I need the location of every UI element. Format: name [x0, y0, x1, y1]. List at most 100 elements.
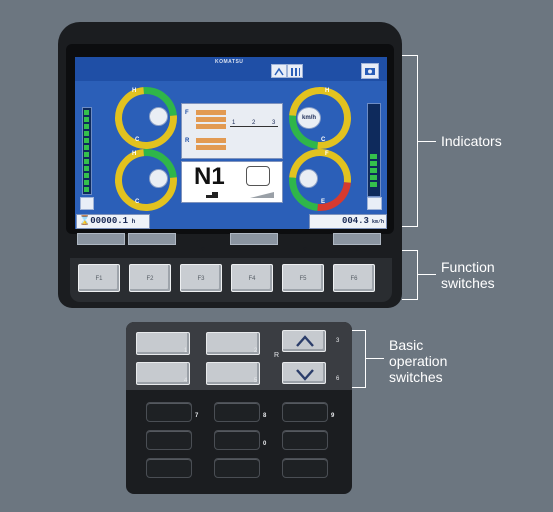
indicators-leader — [418, 141, 436, 142]
shift-track — [230, 126, 278, 127]
numeric-key-0[interactable] — [214, 430, 260, 450]
numeric-key[interactable] — [214, 458, 260, 478]
callout-line: Function — [441, 259, 495, 275]
oil-temp-icon — [149, 169, 168, 188]
forward-label: F — [185, 110, 189, 116]
function-switches-leader — [418, 274, 436, 275]
switch-number: 3 — [336, 338, 340, 344]
numeric-key[interactable] — [282, 430, 328, 450]
f5-label: F5 — [299, 276, 307, 282]
numeric-key-7[interactable] — [146, 402, 192, 422]
speed-unit-label: km/h — [301, 115, 316, 121]
numeric-key[interactable] — [146, 430, 192, 450]
key-number: 7 — [195, 413, 199, 419]
function-key-f1[interactable]: F1 — [78, 264, 120, 292]
basic-switch-2[interactable] — [206, 332, 260, 355]
key-number: 9 — [331, 413, 335, 419]
triangle-down-icon: ▼ — [98, 247, 104, 253]
ecology-icon — [367, 197, 382, 210]
function-key-f5[interactable]: F5 — [282, 264, 324, 292]
switch-number: 1 — [184, 348, 188, 354]
fuel-full-mark: F — [325, 151, 329, 157]
fuel-gauge — [276, 136, 364, 224]
f1-label: F1 — [95, 276, 103, 282]
display-screen: KOMATSU H C H C F R 1 — [75, 57, 387, 229]
f2-label: F2 — [146, 276, 154, 282]
numeric-key-8[interactable] — [214, 402, 260, 422]
indicators-bracket — [402, 55, 418, 227]
down-switch[interactable] — [282, 362, 326, 384]
callout-line: operation — [389, 353, 448, 369]
fuel-icon — [299, 169, 318, 188]
f4-label: F4 — [248, 276, 256, 282]
key-number: 8 — [263, 413, 267, 419]
gauge-mark-low: C — [135, 137, 140, 143]
numeric-key[interactable] — [146, 458, 192, 478]
fuel-empty-mark: E — [321, 199, 326, 205]
shift-number: 2 — [252, 120, 256, 126]
triangle-down-icon: ▼ — [200, 247, 206, 253]
brand-logo: KOMATSU — [215, 59, 244, 65]
shift-indicator-panel: F R 1 2 3 — [181, 103, 283, 159]
hydraulic-icon — [80, 197, 94, 210]
function-key-f2[interactable]: F2 — [129, 264, 171, 292]
function-key-f3[interactable]: F3 — [180, 264, 222, 292]
switch-number: 6 — [336, 376, 340, 382]
gauge-mark-high: H — [325, 88, 330, 94]
indicators-callout: Indicators — [441, 133, 502, 149]
f6-label: F6 — [350, 276, 358, 282]
basic-operation-switches-callout: Basic operation switches — [389, 337, 447, 385]
hour-meter: ⌛00000.1 h — [76, 214, 150, 229]
right-bar-gauge — [367, 103, 381, 197]
function-tab-row: ▼ ▼ ▼ ▼ ▼ ▼ — [75, 233, 387, 255]
function-key-f4[interactable]: F4 — [231, 264, 273, 292]
gauge-mark-high: H — [132, 151, 137, 157]
basic-switches-bracket — [352, 330, 366, 388]
speed-readout-value: 004.3 — [341, 216, 369, 226]
gear-display: N1 — [181, 161, 283, 203]
switch-number: 5 — [254, 378, 258, 384]
basic-switch-5[interactable] — [206, 362, 260, 385]
function-switches-bracket — [402, 250, 418, 300]
gauge-mark-high: H — [132, 88, 137, 94]
torque-converter-oil-gauge — [102, 136, 190, 224]
function-switches-callout: Function switches — [441, 259, 495, 291]
reverse-label: R — [185, 138, 190, 144]
triangle-down-icon: ▼ — [251, 247, 257, 253]
callout-line: switches — [441, 275, 495, 291]
basic-switches-leader — [366, 358, 384, 359]
hour-meter-value: 00000.1 — [90, 216, 129, 226]
basic-switch-4[interactable] — [136, 362, 190, 385]
switch-number: 4 — [184, 378, 188, 384]
speed-readout: 004.3 km/h — [309, 214, 387, 229]
triangle-down-icon: ▼ — [354, 247, 360, 253]
gauge-mark-low: C — [321, 137, 326, 143]
shift-number: 3 — [272, 120, 276, 126]
callout-line: switches — [389, 369, 443, 385]
f3-label: F3 — [197, 276, 205, 282]
function-tab-2 — [128, 233, 176, 245]
filter-icon — [287, 64, 303, 78]
numeric-key-9[interactable] — [282, 402, 328, 422]
speed-readout-unit: km/h — [371, 219, 384, 225]
camera-icon — [361, 63, 379, 79]
speed-gauge-face: km/h — [297, 107, 321, 129]
triangle-down-icon: ▼ — [149, 247, 155, 253]
coolant-temp-icon — [149, 107, 168, 126]
basic-switch-1[interactable] — [136, 332, 190, 355]
triangle-down-icon: ▼ — [302, 247, 308, 253]
reverse-r-label: R — [274, 352, 280, 359]
function-tab-1 — [77, 233, 125, 245]
shift-mode-icon — [246, 166, 270, 186]
gauge-mark-low: C — [135, 199, 140, 205]
switch-number: 2 — [254, 348, 258, 354]
gear-position: N1 — [194, 163, 225, 190]
key-number: 0 — [263, 441, 267, 447]
callout-line: Basic — [389, 337, 424, 353]
left-bar-gauge — [82, 107, 92, 195]
maintenance-icon — [271, 64, 287, 78]
function-key-f6[interactable]: F6 — [333, 264, 375, 292]
up-switch[interactable] — [282, 330, 326, 352]
numeric-key[interactable] — [282, 458, 328, 478]
function-tab-6 — [333, 233, 381, 245]
